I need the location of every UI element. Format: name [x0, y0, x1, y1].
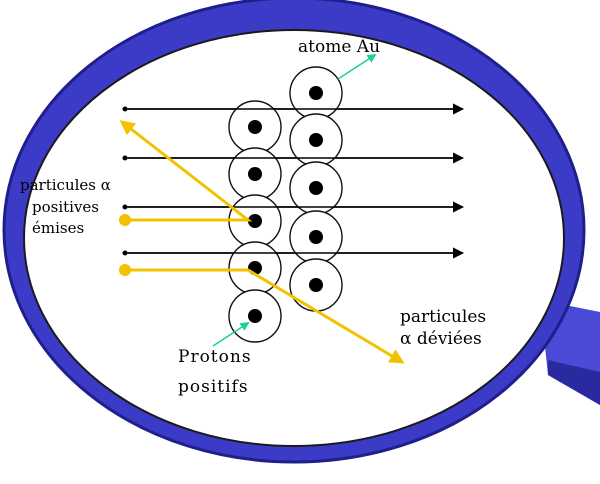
label-protons-line1: Protons — [178, 347, 252, 367]
proton-nucleus — [248, 120, 262, 134]
label-protons-line2: positifs — [178, 377, 249, 397]
alpha-particle-paths — [119, 120, 405, 364]
gold-atom — [228, 100, 282, 154]
magnifier-handle-shadow — [548, 360, 600, 405]
gold-atom — [289, 161, 343, 215]
label-emitted-line3: émises — [32, 219, 84, 237]
reflected-path — [119, 120, 253, 222]
gold-atom — [289, 113, 343, 167]
proton-nucleus — [248, 214, 262, 228]
gold-atom — [228, 289, 282, 343]
label-deflected-line1: particules — [400, 307, 486, 327]
proton-nucleus — [309, 278, 323, 292]
lens-ring-edge — [2, 0, 586, 464]
proton-nucleus — [248, 309, 262, 323]
proton-nucleus — [309, 86, 323, 100]
deflected-path — [125, 268, 405, 364]
gold-atom — [289, 66, 343, 120]
proton-nucleus — [309, 230, 323, 244]
alpha-beams-overlay — [128, 108, 455, 254]
alpha-particle — [119, 214, 131, 226]
proton-nucleus — [309, 133, 323, 147]
label-gold-atom: atome Au — [298, 37, 380, 57]
label-deflected-line2: α déviées — [400, 329, 482, 349]
proton-pointer-arrow — [212, 322, 250, 347]
gold-atom — [289, 210, 343, 264]
label-emitted-line1: particules α — [20, 176, 111, 194]
proton-nucleus — [248, 167, 262, 181]
label-emitted-line2: positives — [32, 198, 99, 216]
proton-nucleus — [309, 181, 323, 195]
alpha-particle — [119, 264, 131, 276]
gold-atom — [289, 258, 343, 312]
gold-atoms-right-column — [289, 66, 343, 312]
gold-atom — [228, 147, 282, 201]
gold-atoms-left-column — [228, 100, 282, 343]
atom-pointer-arrow — [337, 54, 377, 80]
